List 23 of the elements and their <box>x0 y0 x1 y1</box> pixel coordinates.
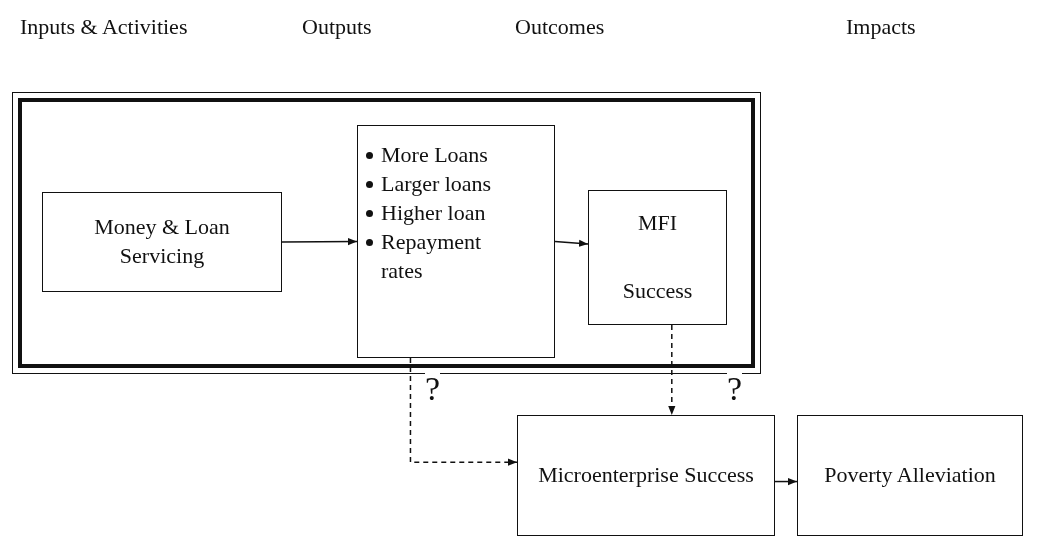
arrow <box>774 477 798 486</box>
column-heading: Impacts <box>846 14 916 40</box>
arrow <box>554 239 589 247</box>
column-heading: Outcomes <box>515 14 605 40</box>
process-box <box>42 192 282 292</box>
output-list-box <box>357 125 555 358</box>
dashed-arrow <box>668 324 676 416</box>
column-heading: Outputs <box>302 14 372 40</box>
list-item: Repayment rates <box>381 228 483 286</box>
process-box <box>797 415 1023 536</box>
list-item: Larger loans <box>381 170 492 199</box>
process-box <box>517 415 775 536</box>
column-heading: Inputs & Activities <box>20 14 188 40</box>
dashed-arrow <box>409 357 518 466</box>
arrow <box>281 237 358 246</box>
list-item: Higher loan <box>381 199 486 228</box>
box-text: Money & Loan Servicing <box>93 213 231 270</box>
list-item: More Loans <box>381 141 488 169</box>
process-box <box>588 190 727 325</box>
box-text: Success <box>622 277 693 306</box>
box-text: Poverty Alleviation <box>824 461 996 490</box>
box-text: Microenterprise Success <box>538 461 754 490</box>
box-text: MFI <box>637 209 678 237</box>
